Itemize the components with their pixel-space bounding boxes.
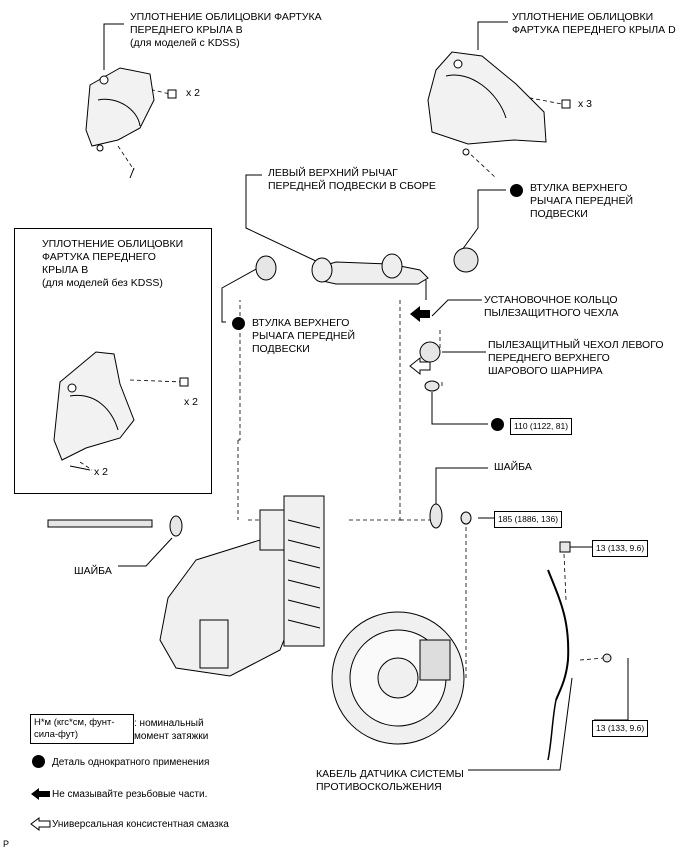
- torque-sensor-bolt-2: 13 (133, 9.6): [592, 720, 649, 737]
- label-seal-nokdss: УПЛОТНЕНИЕ ОБЛИЦОВКИ ФАРТУКА ПЕРЕДНЕГО К…: [42, 238, 184, 289]
- label-ring: УСТАНОВОЧНОЕ КОЛЬЦО ПЫЛЕЗАЩИТНОГО ЧЕХЛА: [484, 294, 619, 319]
- seal-d-part: [427, 51, 571, 156]
- torque-sensor-bolt-1: 13 (133, 9.6): [592, 540, 649, 557]
- no-grease-arrow-icon: [410, 306, 430, 322]
- qty-kdss: x 2: [186, 87, 201, 99]
- nokdss-inset-box: [14, 228, 212, 494]
- label-sensor-cable: КАБЕЛЬ ДАТЧИКА СИСТЕМЫ ПРОТИВОСКОЛЬЖЕНИЯ: [316, 768, 464, 793]
- upper-arm-part: [311, 253, 429, 300]
- dust-boot-part: [419, 341, 441, 363]
- seal-kdss-part: [85, 67, 177, 179]
- bushing-left-part: [255, 255, 277, 281]
- qty-d: x 3: [578, 98, 593, 110]
- label-washer-left: ШАЙБА: [74, 565, 112, 577]
- legend-torque-box: Н*м (кгс*см, фунт- сила-фут): [30, 714, 134, 744]
- label-upper-arm: ЛЕВЫЙ ВЕРХНИЙ РЫЧАГ ПЕРЕДНЕЙ ПОДВЕСКИ В …: [268, 167, 436, 192]
- label-seal-kdss: УПЛОТНЕНИЕ ОБЛИЦОВКИ ФАРТУКА ПЕРЕДНЕГО К…: [130, 11, 322, 49]
- qty-nokdss-2: x 2: [94, 466, 109, 478]
- bolt-part: [47, 519, 153, 528]
- legend-grease: Универсальная консистентная смазка: [52, 819, 229, 830]
- one-time-dot-icon: [232, 317, 245, 330]
- one-time-dot-icon: [491, 418, 504, 431]
- legend-torque-desc: : номинальный момент затяжки: [134, 718, 209, 742]
- legend-one-time-dot-icon: [32, 755, 45, 768]
- label-boot: ПЫЛЕЗАЩИТНЫЙ ЧЕХОЛ ЛЕВОГО ПЕРЕДНЕГО ВЕРХ…: [488, 339, 664, 377]
- grease-arrow-icon: [409, 356, 431, 376]
- legend-grease-arrow-icon: [30, 817, 51, 831]
- label-bushing-left: ВТУЛКА ВЕРХНЕГО РЫЧАГА ПЕРЕДНЕЙ ПОДВЕСКИ: [252, 317, 356, 355]
- torque-arm-nut: 185 (1886, 136): [494, 511, 563, 528]
- washer-right-part: [429, 503, 443, 529]
- legend-no-grease-arrow-icon: [31, 788, 50, 800]
- one-time-dot-icon: [510, 184, 523, 197]
- washer-left-part: [169, 515, 183, 537]
- seal-nokdss-part: [53, 351, 189, 471]
- legend-no-grease: Не смазывайте резьбовые части.: [52, 789, 208, 800]
- bushing-right-part: [453, 247, 479, 273]
- knuckle-assembly: [159, 495, 570, 745]
- corner-mark: P: [3, 839, 10, 849]
- label-washer-right: ШАЙБА: [494, 461, 532, 473]
- legend-one-time: Деталь однократного применения: [52, 757, 210, 768]
- torque-ball-joint: 110 (1122, 81): [510, 418, 573, 435]
- label-bushing-right: ВТУЛКА ВЕРХНЕГО РЫЧАГА ПЕРЕДНЕЙ ПОДВЕСКИ: [530, 182, 634, 220]
- qty-nokdss-1: x 2: [184, 396, 199, 408]
- label-seal-d: УПЛОТНЕНИЕ ОБЛИЦОВКИ ФАРТУКА ПЕРЕДНЕГО К…: [512, 11, 676, 36]
